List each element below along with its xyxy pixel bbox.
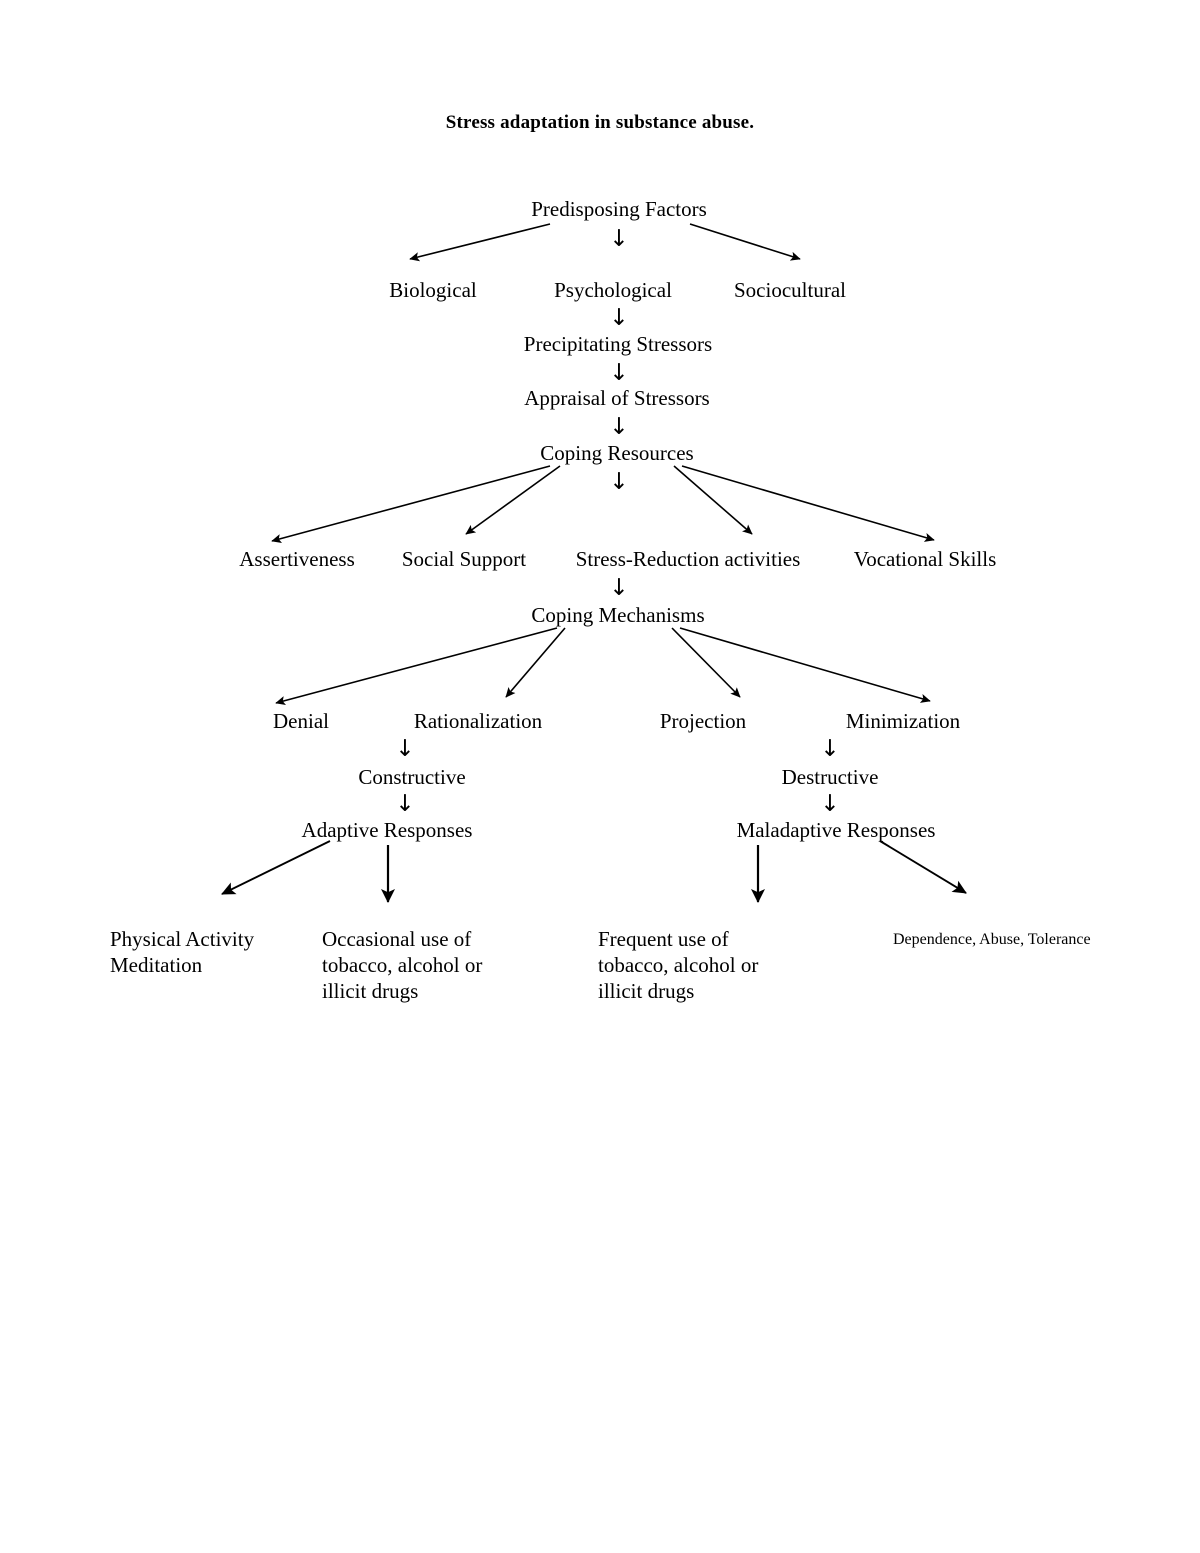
arrow-down-icon-stress-reduction-to-coping-mechanisms: ↓ bbox=[609, 575, 629, 601]
node-coping-resources: Coping Resources bbox=[540, 441, 694, 465]
node-predisposing-factors: Predisposing Factors bbox=[531, 197, 707, 221]
node-constructive: Constructive bbox=[358, 765, 466, 789]
arrow-down-icon-precipitating-to-appraisal: ↓ bbox=[609, 360, 629, 386]
node-adaptive-responses: Adaptive Responses bbox=[301, 818, 473, 842]
edge-coping-mechanisms-to-rationalization bbox=[505, 627, 566, 698]
node-coping-mechanisms: Coping Mechanisms bbox=[531, 603, 705, 627]
node-stress-reduction-activities: Stress-Reduction activities bbox=[575, 547, 801, 571]
edge-coping-mechanisms-to-denial bbox=[275, 627, 558, 706]
arrow-down-icon-appraisal-to-coping-resources: ↓ bbox=[609, 414, 629, 440]
edge-coping-resources-to-assertiveness bbox=[271, 465, 551, 544]
node-biological: Biological bbox=[389, 278, 477, 302]
node-frequent-use: Frequent use of tobacco, alcohol or illi… bbox=[598, 927, 759, 1003]
node-dependence-abuse-tolerance: Dependence, Abuse, Tolerance bbox=[893, 931, 1091, 948]
arrow-down-icon-predisposing-to-psychological: ↓ bbox=[609, 226, 629, 252]
edge-adaptive-to-physical-activity bbox=[221, 840, 331, 895]
node-minimization: Minimization bbox=[845, 709, 961, 733]
node-vocational-skills: Vocational Skills bbox=[853, 547, 997, 571]
node-rationalization: Rationalization bbox=[413, 709, 543, 733]
arrow-down-icon-constructive-to-adaptive: ↓ bbox=[395, 791, 415, 817]
edge-coping-resources-to-social-support bbox=[465, 465, 561, 535]
edge-predisposing-to-biological bbox=[409, 223, 551, 262]
node-assertiveness: Assertiveness bbox=[239, 547, 355, 571]
edge-maladaptive-to-dependence bbox=[879, 840, 967, 894]
arrow-down-icon-destructive-to-maladaptive: ↓ bbox=[820, 791, 840, 817]
arrow-down-icon-minimization-to-destructive: ↓ bbox=[820, 736, 840, 762]
node-maladaptive-responses: Maladaptive Responses bbox=[736, 818, 936, 842]
edge-coping-mechanisms-to-minimization bbox=[679, 627, 931, 703]
node-physical-activity-meditation: Physical Activity Meditation bbox=[110, 927, 255, 977]
node-occasional-use: Occasional use of tobacco, alcohol or il… bbox=[322, 927, 483, 1003]
node-precipitating-stressors: Precipitating Stressors bbox=[523, 332, 713, 356]
node-psychological: Psychological bbox=[554, 278, 672, 302]
node-destructive: Destructive bbox=[781, 765, 879, 789]
node-social-support: Social Support bbox=[401, 547, 527, 571]
node-sociocultural: Sociocultural bbox=[734, 278, 846, 302]
arrow-down-icon-coping-resources-to-stress-reduction: ↓ bbox=[609, 469, 629, 495]
edge-predisposing-to-sociocultural bbox=[689, 223, 801, 261]
node-appraisal-of-stressors: Appraisal of Stressors bbox=[524, 386, 710, 410]
edge-coping-resources-to-vocational-skills bbox=[681, 465, 935, 542]
page-title: Stress adaptation in substance abuse. bbox=[445, 112, 755, 133]
arrow-down-icon-rationalization-to-constructive: ↓ bbox=[395, 736, 415, 762]
arrow-down-icon-psychological-to-precipitating: ↓ bbox=[609, 305, 629, 331]
edge-coping-resources-to-stress-reduction bbox=[673, 465, 753, 535]
edge-coping-mechanisms-to-projection bbox=[671, 627, 741, 698]
node-denial: Denial bbox=[273, 709, 329, 733]
node-projection: Projection bbox=[659, 709, 747, 733]
